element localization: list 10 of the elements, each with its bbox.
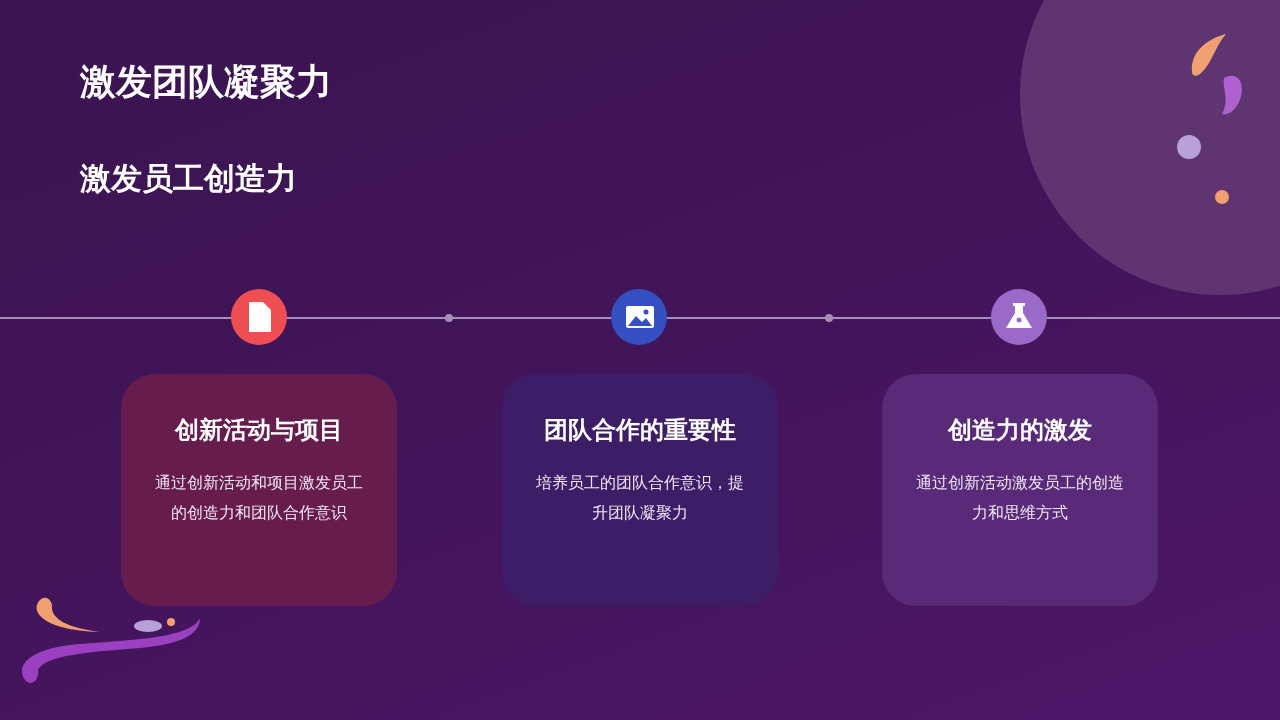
card-heading: 创新活动与项目	[173, 415, 344, 446]
title: 激发团队凝聚力	[80, 60, 332, 104]
card-description: 通过创新活动激发员工的创造力和思维方式	[915, 472, 1125, 524]
card-heading: 团队合作的重要性	[543, 415, 737, 446]
info-card	[882, 374, 1158, 606]
info-card	[121, 374, 397, 606]
card-heading: 创造力的激发	[946, 415, 1093, 446]
card-description: 通过创新活动和项目激发员工的创造力和团队合作意识	[154, 472, 364, 524]
card-description: 培养员工的团队合作意识，提升团队凝聚力	[535, 472, 745, 524]
subtitle: 激发员工创造力	[80, 159, 297, 198]
